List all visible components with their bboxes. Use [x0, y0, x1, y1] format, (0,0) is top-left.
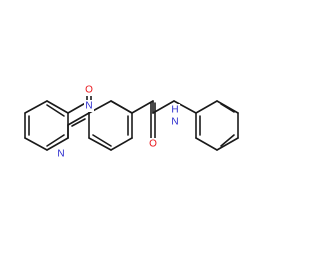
bond-line: [24, 100, 48, 114]
bond-line: [220, 134, 235, 147]
atom-labels: O N N O N H: [56, 84, 180, 160]
bond-line: [195, 100, 218, 114]
bond-line: [67, 112, 90, 126]
bond-line: [92, 134, 112, 147]
atom-mask: [148, 138, 158, 150]
bond-line: [46, 100, 69, 114]
atom-n3: N: [85, 101, 92, 112]
bond-line: [46, 137, 69, 151]
bond-line: [216, 100, 239, 114]
bond-line: [173, 100, 197, 114]
atom-nh-n: N: [171, 117, 178, 128]
atom-o2: O: [149, 139, 157, 150]
bond-line: [220, 103, 235, 113]
atom-mask: [56, 148, 66, 160]
bond-line: [71, 118, 86, 127]
bond-line: [131, 100, 154, 114]
bond-line: [110, 100, 133, 114]
atom-mask: [170, 116, 180, 128]
bonds: [24, 89, 239, 151]
bond-line: [216, 137, 239, 151]
atom-mask: [84, 84, 94, 96]
bond-line: [110, 137, 133, 151]
molecule-structure: O N N O N H: [24, 84, 239, 160]
atom-mask: [170, 104, 180, 116]
atom-mask: [84, 100, 94, 112]
bond-line: [88, 137, 112, 151]
atom-o1: O: [85, 85, 93, 96]
structure-canvas: O N N O N H: [24, 84, 239, 160]
atom-nh-h: H: [171, 105, 178, 116]
bond-line: [24, 137, 48, 151]
bond-line: [46, 104, 65, 117]
bond-line: [46, 134, 65, 147]
bond-line: [195, 137, 218, 151]
bond-line: [152, 100, 175, 114]
atom-n1: N: [57, 149, 64, 160]
